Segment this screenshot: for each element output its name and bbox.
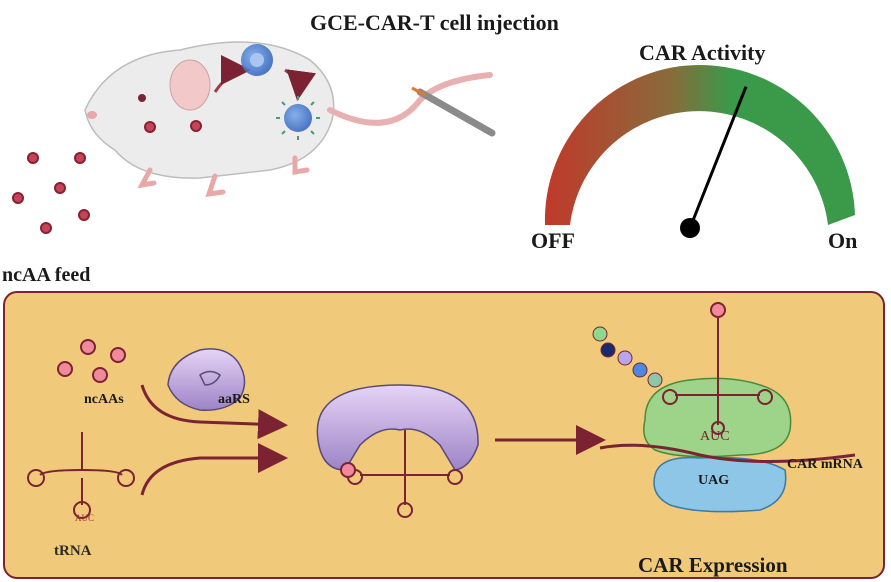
- peptide-chain: [592, 326, 663, 388]
- trna-label: tRNA: [54, 543, 92, 559]
- diagram-title: GCE-CAR-T cell injection: [310, 10, 559, 35]
- arrow-to-charging: [140, 443, 288, 496]
- codon-label: UAG: [698, 473, 730, 488]
- t-cell-icon: [241, 44, 273, 76]
- gauge-on-label: On: [828, 228, 858, 253]
- expression-label: CAR Expression: [638, 553, 788, 577]
- ncaas-label: ncAAs: [84, 392, 124, 407]
- arrow-to-aars: [140, 384, 288, 440]
- gauge-needle: [688, 86, 748, 229]
- ncaa-feed-label: ncAA feed: [2, 264, 91, 286]
- syringe-icon: [411, 86, 496, 137]
- car-mrna: [599, 443, 856, 463]
- mrna-label: CAR mRNA: [787, 457, 863, 472]
- gauge-pivot: [680, 218, 700, 238]
- ribosome-anticodon-label: AUC: [700, 429, 730, 444]
- trna-icon: [27, 432, 135, 519]
- gauge-off-label: OFF: [531, 228, 575, 253]
- car-t-cell-icon: [276, 96, 320, 140]
- trna-anticodon-label: AUC: [75, 513, 95, 523]
- mouse-icon: [84, 41, 493, 198]
- aars-enzyme-icon: [167, 348, 246, 411]
- ncaa-particles-panel: [57, 339, 126, 383]
- ribosome-icon: [592, 302, 856, 513]
- car-activity-gauge: [544, 64, 855, 238]
- gauge-title: CAR Activity: [639, 40, 766, 65]
- aars-label: aaRS: [218, 392, 250, 407]
- aars-trna-complex: [316, 384, 479, 518]
- ncaa-particles: [12, 120, 202, 234]
